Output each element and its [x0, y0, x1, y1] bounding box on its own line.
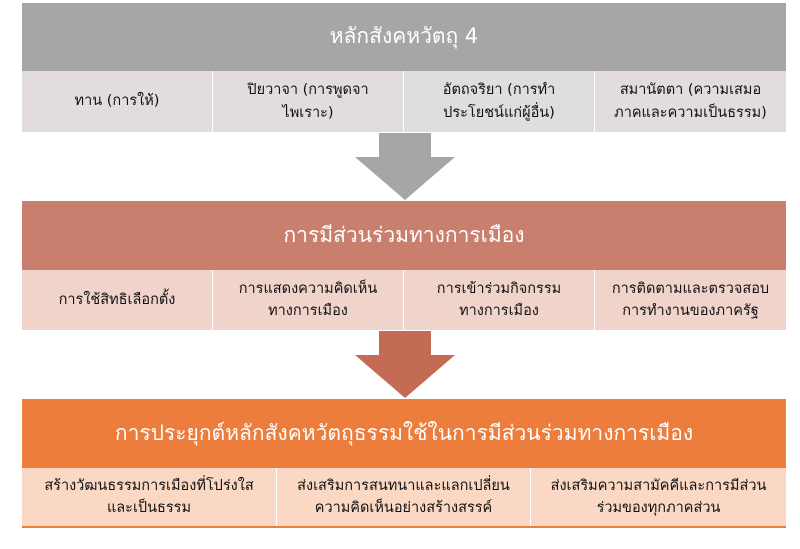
level2-item-4: การติดตามและตรวจสอบ การทำงานของภาครัฐ	[595, 270, 786, 330]
level2-item-1: การใช้สิทธิเลือกตั้ง	[22, 270, 213, 330]
level3-item-1: สร้างวัฒนธรรมการเมืองที่โปร่งใส และเป็นธ…	[22, 468, 277, 526]
level1-row: ทาน (การให้) ปิยวาจา (การพูดจา ไพเราะ) อ…	[22, 71, 786, 132]
level2-row: การใช้สิทธิเลือกตั้ง การแสดงความคิดเห็น …	[22, 270, 786, 330]
level3-title: การประยุกต์หลักสังคหวัตถุธรรมใช้ในการมีส…	[114, 420, 694, 445]
level3-item-3: ส่งเสริมความสามัคคีและการมีส่วน ร่วมของท…	[531, 468, 786, 526]
level3-item-2: ส่งเสริมการสนทนาและแลกเปลี่ยน ความคิดเห็…	[277, 468, 531, 526]
down-arrow-2	[355, 331, 455, 398]
level1-item-1: ทาน (การให้)	[22, 71, 213, 132]
level3-header: การประยุกต์หลักสังคหวัตถุธรรมใช้ในการมีส…	[22, 399, 786, 468]
level1-item-4: สมานัตตา (ความเสมอ ภาคและความเป็นธรรม)	[595, 71, 786, 132]
level1-title: หลักสังคหวัตถุ 4	[329, 24, 479, 49]
bottom-rule	[22, 526, 786, 528]
level2-header: การมีส่วนร่วมทางการเมือง	[22, 201, 786, 270]
level2-item-3: การเข้าร่วมกิจกรรม ทางการเมือง	[404, 270, 595, 330]
down-arrow-1	[355, 133, 455, 200]
level3-row: สร้างวัฒนธรรมการเมืองที่โปร่งใส และเป็นธ…	[22, 468, 786, 526]
level1-item-3: อัตถจริยา (การทำ ประโยชน์แก่ผู้อื่น)	[404, 71, 595, 132]
level1-header: หลักสังคหวัตถุ 4	[22, 3, 786, 71]
level1-item-2: ปิยวาจา (การพูดจา ไพเราะ)	[213, 71, 404, 132]
level2-title: การมีส่วนร่วมทางการเมือง	[283, 222, 525, 247]
level2-item-2: การแสดงความคิดเห็น ทางการเมือง	[213, 270, 404, 330]
